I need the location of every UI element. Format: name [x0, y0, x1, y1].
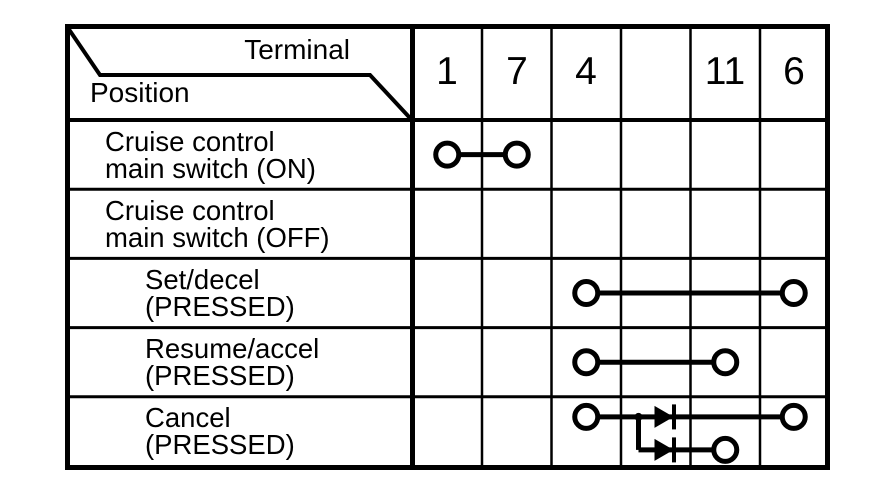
terminal-number: 4	[575, 50, 597, 93]
row-label-main-switch-off: Cruise control main switch (OFF)	[105, 195, 330, 253]
row-label-line: Cruise control	[105, 195, 275, 226]
contact-circle	[779, 279, 808, 307]
terminal-number: 1	[436, 50, 458, 93]
diode-icon	[654, 438, 674, 461]
contact-circle	[572, 348, 601, 377]
row-label-line: (PRESSED)	[145, 360, 295, 391]
row-label-line: Cruise control	[105, 126, 275, 157]
corner-terminal-label: Terminal	[244, 34, 350, 65]
row-label-line: main switch (OFF)	[105, 222, 330, 253]
row-label-line: Cancel	[145, 402, 231, 433]
contact-circle	[502, 140, 531, 169]
terminal-number: 6	[783, 50, 805, 93]
row-label-cancel: Cancel (PRESSED)	[145, 402, 295, 460]
contact-circle	[779, 402, 808, 431]
diode-icon	[654, 405, 674, 428]
row-label-line: (PRESSED)	[145, 429, 295, 460]
row-label-main-switch-on: Cruise control main switch (ON)	[105, 126, 316, 184]
contact-circle	[433, 140, 462, 169]
contact-circle	[711, 435, 740, 464]
table-outer-border	[65, 24, 830, 470]
row-label-line: Set/decel	[145, 264, 260, 295]
contact-circle	[711, 348, 740, 377]
row-label-line: Resume/accel	[145, 333, 320, 364]
corner-position-label: Position	[90, 77, 190, 108]
row-label-resume-accel: Resume/accel (PRESSED)	[145, 333, 320, 391]
junction-dot	[634, 412, 643, 421]
contact-circle	[572, 402, 601, 431]
contact-circle	[572, 279, 601, 307]
corner-diagonal	[66, 26, 412, 120]
row-label-line: (PRESSED)	[145, 291, 295, 322]
row-label-line: main switch (ON)	[105, 153, 316, 184]
row-label-set-decel: Set/decel (PRESSED)	[145, 264, 295, 322]
terminal-number: 7	[506, 50, 528, 93]
terminal-number: 11	[704, 50, 746, 93]
